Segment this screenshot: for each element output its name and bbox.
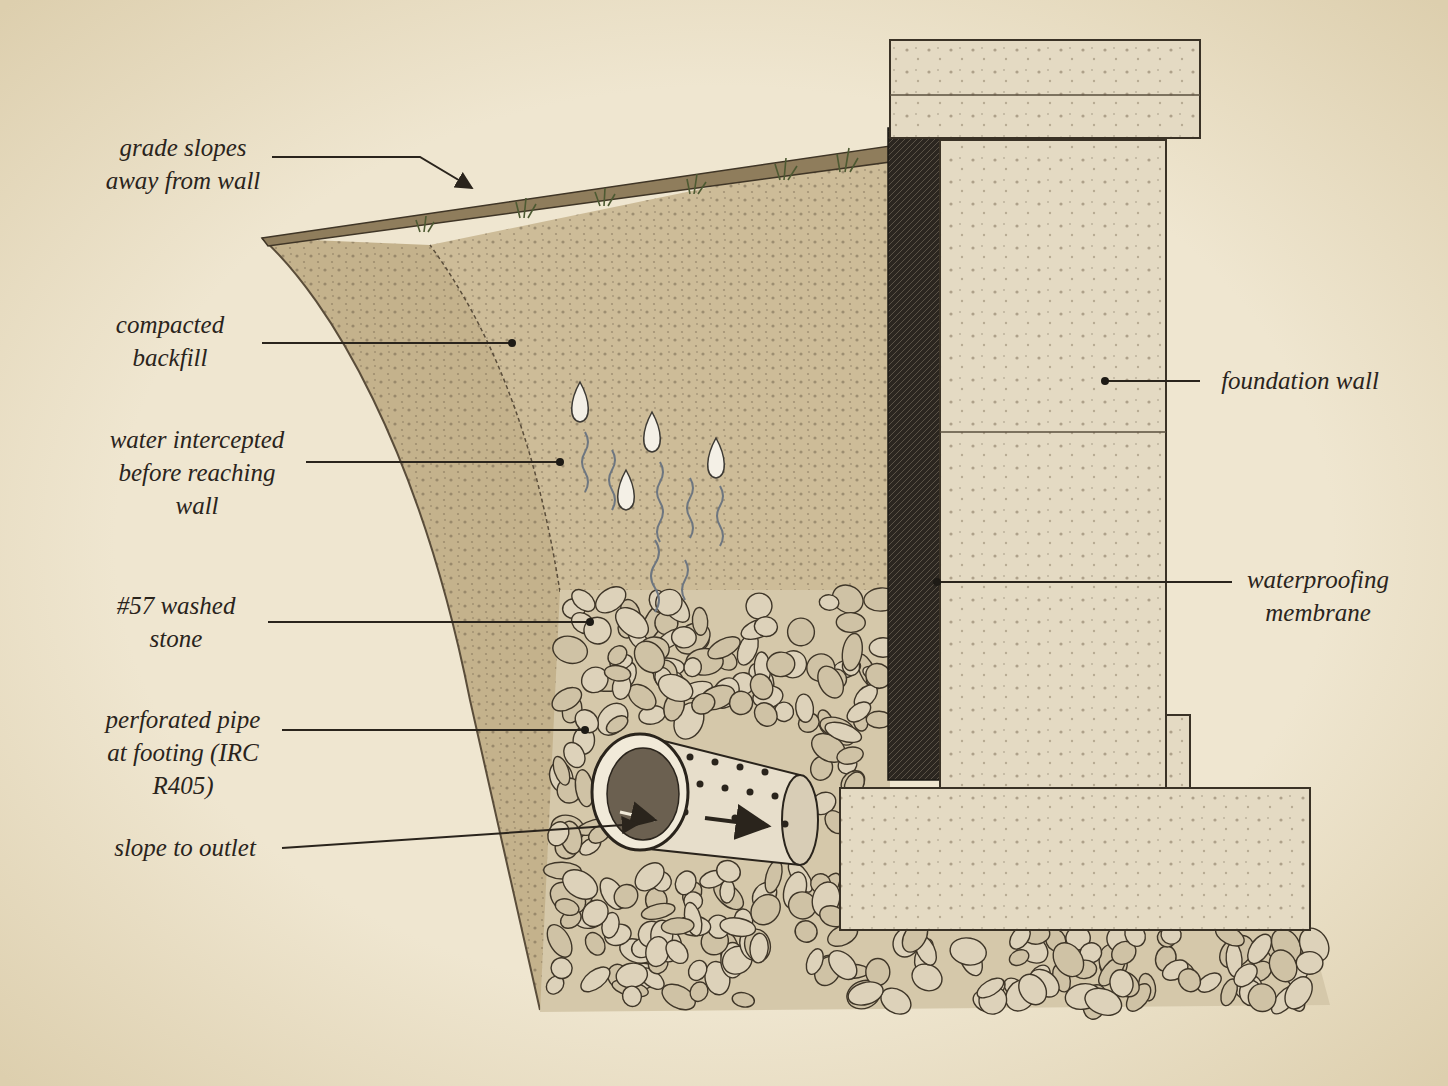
stone bbox=[548, 955, 575, 982]
stone bbox=[844, 698, 875, 726]
stone bbox=[803, 947, 826, 977]
wall-step bbox=[1166, 715, 1190, 790]
stone bbox=[548, 683, 586, 716]
stone bbox=[840, 632, 865, 672]
stone bbox=[603, 712, 631, 737]
stone bbox=[692, 607, 709, 636]
stone bbox=[687, 979, 711, 1005]
stone bbox=[713, 857, 744, 886]
wall-cap bbox=[890, 40, 1200, 138]
foundation-wall bbox=[940, 140, 1166, 790]
stone bbox=[948, 935, 989, 968]
backfill-texture bbox=[430, 150, 890, 592]
stone bbox=[791, 917, 820, 946]
stone bbox=[577, 962, 615, 996]
callout-label: grade slopes away from wall bbox=[96, 131, 271, 197]
callout-label: waterproofing membrane bbox=[1233, 563, 1403, 629]
stone bbox=[1296, 951, 1323, 975]
excavation-cut bbox=[430, 245, 560, 592]
stone bbox=[1081, 983, 1125, 1020]
stone bbox=[682, 656, 703, 678]
stone bbox=[727, 688, 756, 717]
water-drops bbox=[572, 382, 725, 612]
stone bbox=[845, 978, 885, 1009]
grass-tufts bbox=[416, 148, 858, 232]
stone bbox=[550, 632, 591, 667]
stone bbox=[787, 617, 815, 646]
stone bbox=[661, 917, 695, 936]
stone bbox=[835, 745, 864, 767]
stone bbox=[1007, 947, 1031, 969]
footing bbox=[840, 788, 1310, 930]
stone bbox=[738, 614, 778, 643]
stone bbox=[823, 945, 862, 985]
backfill bbox=[430, 150, 890, 592]
stone bbox=[1013, 969, 1052, 1010]
stone bbox=[568, 585, 599, 616]
stone bbox=[719, 915, 757, 938]
callout-label: slope to outlet bbox=[90, 831, 280, 864]
stone bbox=[823, 718, 864, 746]
callout-label: compacted backfill bbox=[95, 308, 245, 374]
stone bbox=[1047, 937, 1090, 982]
stone bbox=[1174, 964, 1205, 996]
stone bbox=[628, 635, 671, 678]
stone bbox=[746, 670, 776, 703]
callout-label: foundation wall bbox=[1195, 364, 1405, 397]
stone bbox=[688, 689, 718, 717]
stone bbox=[1230, 959, 1262, 991]
stone bbox=[544, 818, 573, 849]
stone bbox=[630, 857, 670, 896]
stone bbox=[577, 895, 613, 932]
stone bbox=[813, 662, 849, 703]
wall-joint bbox=[940, 431, 1166, 433]
callout-label: #57 washed stone bbox=[101, 589, 251, 655]
stone bbox=[662, 936, 693, 968]
stone bbox=[553, 896, 581, 918]
stone bbox=[750, 698, 782, 731]
stone bbox=[749, 933, 769, 964]
stone bbox=[704, 632, 743, 663]
cap-joint bbox=[890, 94, 1200, 96]
stone bbox=[753, 616, 778, 638]
leader-lines bbox=[262, 157, 1232, 848]
stone bbox=[974, 974, 1007, 1002]
callout-label: water intercepted before reaching wall bbox=[95, 423, 300, 522]
leader-dots bbox=[508, 339, 1109, 734]
stone bbox=[671, 626, 697, 649]
grade-surface bbox=[262, 146, 890, 246]
stone bbox=[571, 705, 603, 737]
callout-label: perforated pipe at footing (IRC R405) bbox=[103, 703, 263, 802]
stone bbox=[819, 594, 840, 611]
stone bbox=[719, 879, 735, 903]
stone bbox=[1264, 945, 1302, 986]
perforated-pipe bbox=[592, 734, 818, 865]
stone bbox=[604, 642, 630, 668]
stone bbox=[603, 664, 631, 683]
stone bbox=[794, 693, 814, 723]
stone bbox=[581, 929, 609, 959]
stone bbox=[550, 754, 573, 787]
stone bbox=[620, 984, 644, 1009]
stone bbox=[731, 991, 756, 1009]
stone bbox=[836, 612, 866, 633]
membrane bbox=[888, 128, 940, 780]
stone bbox=[765, 651, 796, 679]
stone bbox=[685, 957, 711, 984]
